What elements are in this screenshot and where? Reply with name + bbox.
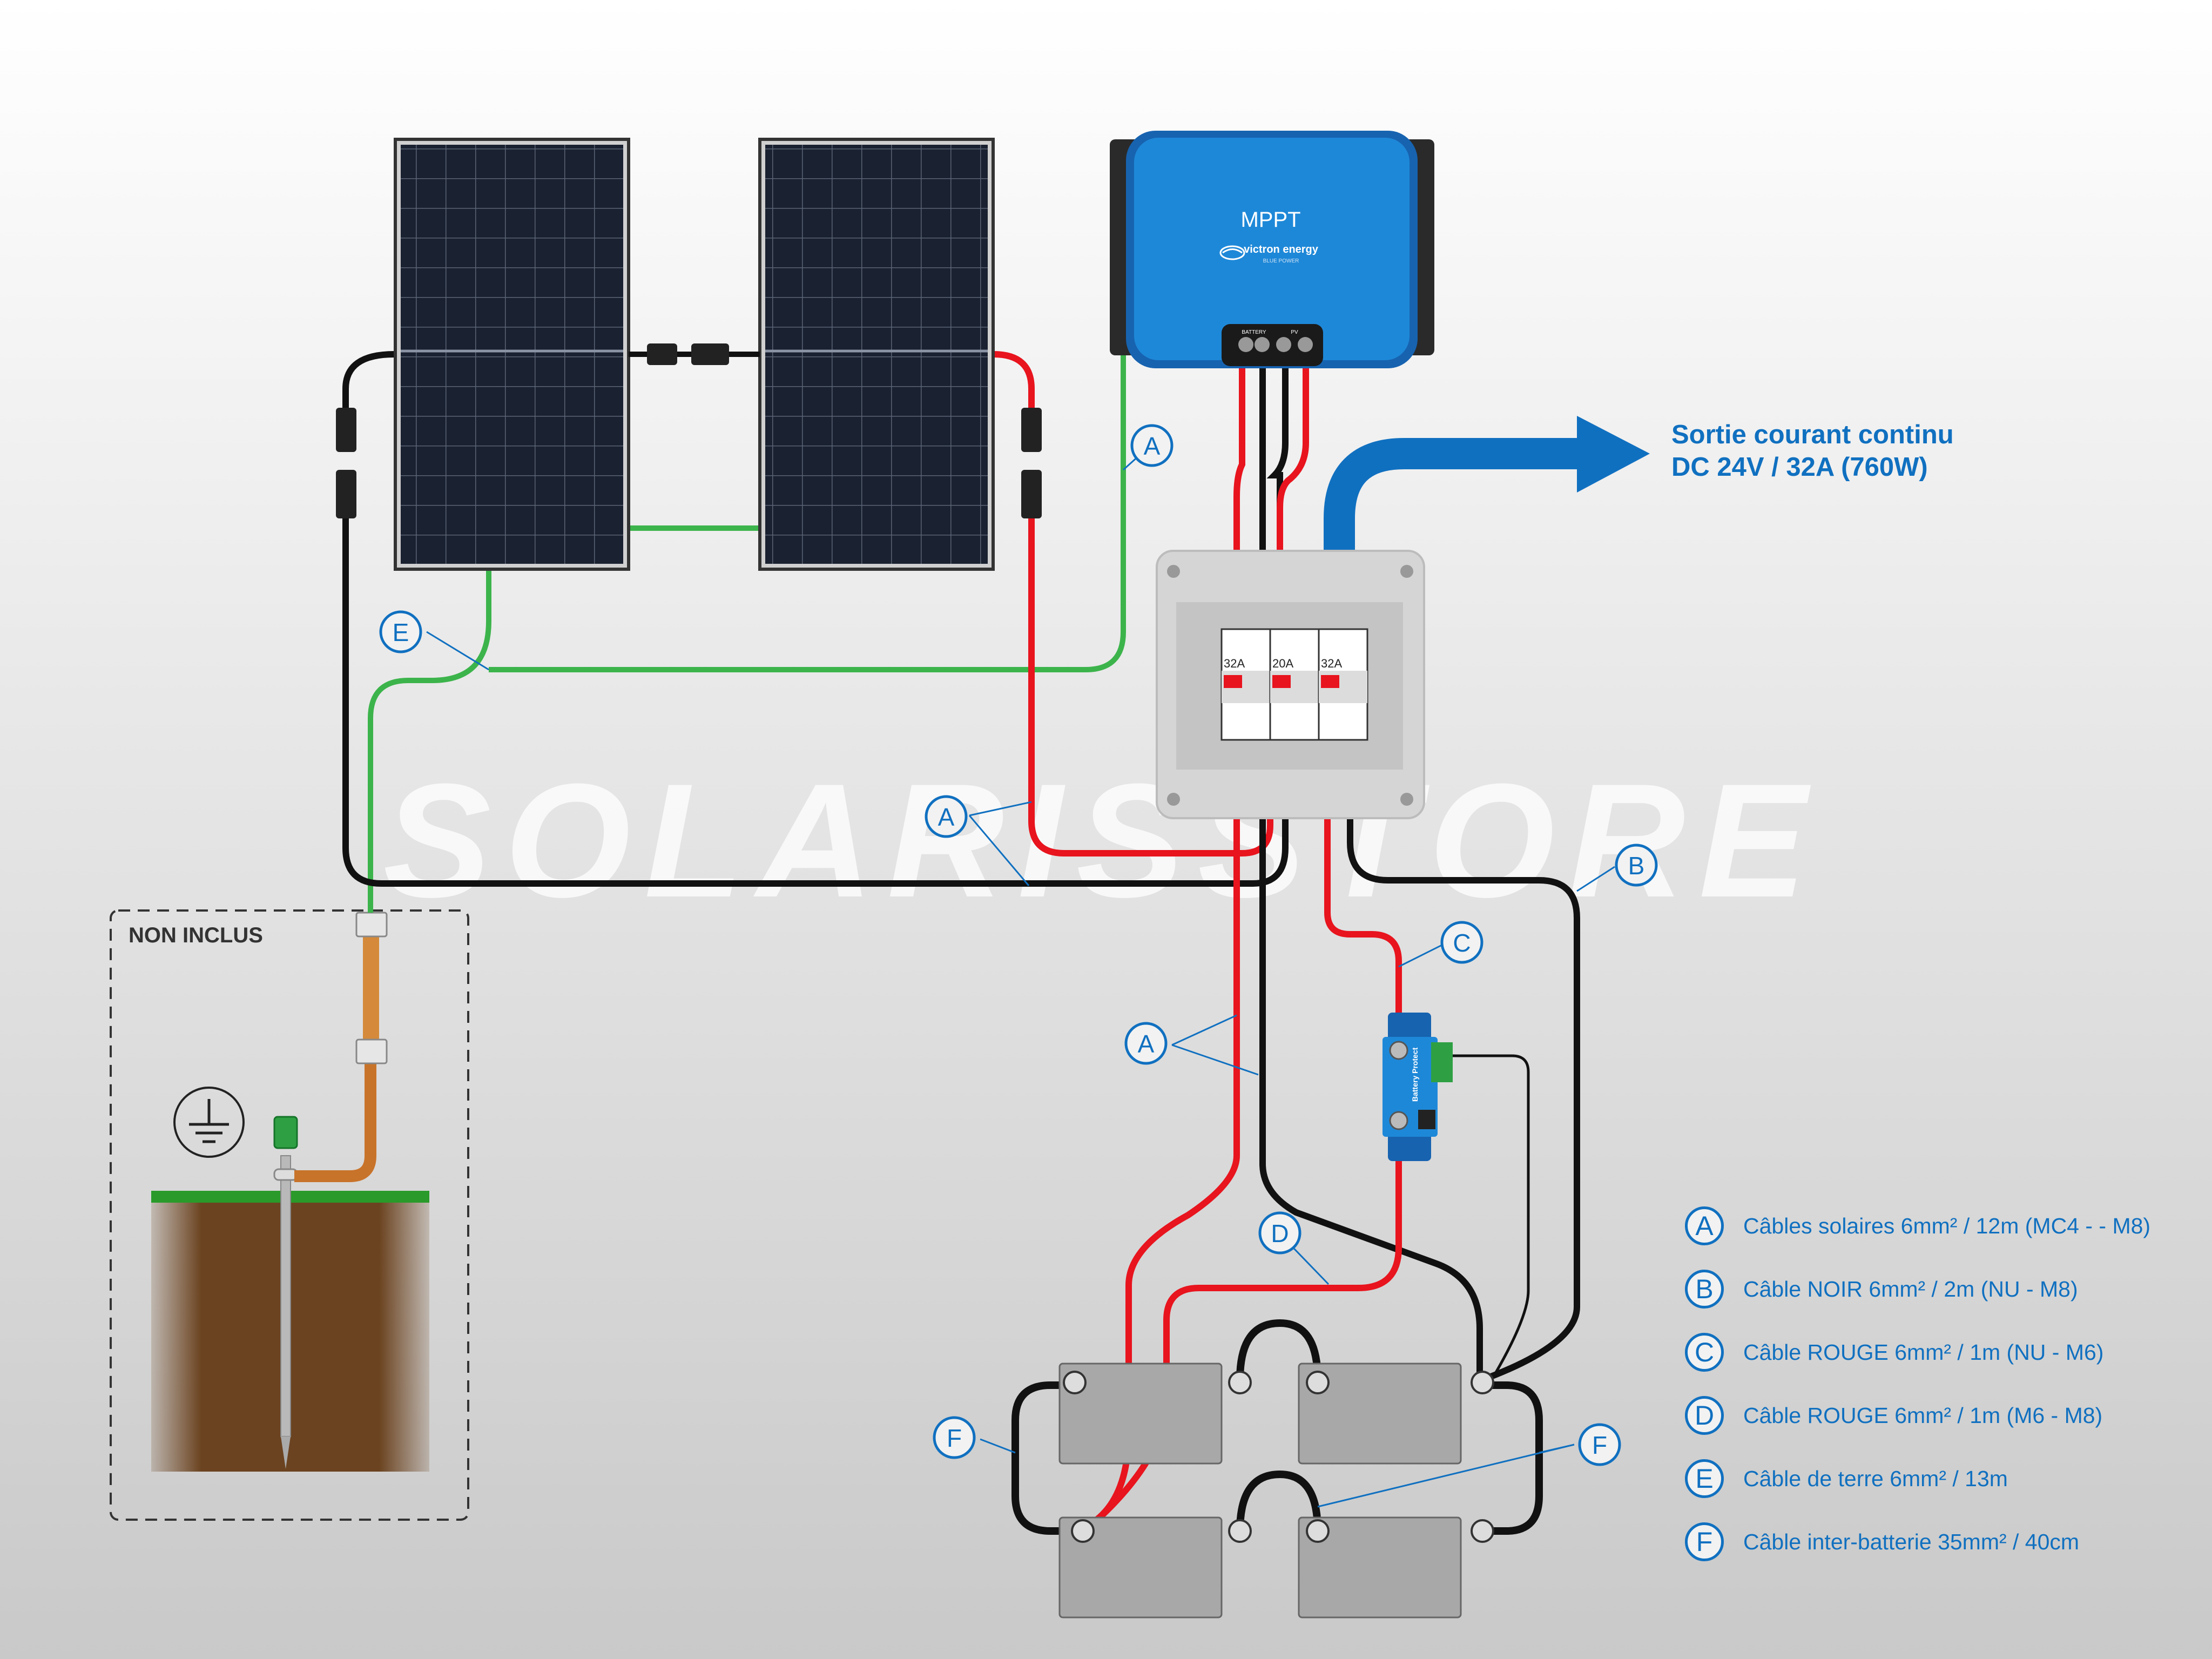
breaker-3-rating: 32A xyxy=(1321,657,1342,670)
legend-text-c: Câble ROUGE 6mm² / 1m (NU - M6) xyxy=(1743,1339,2104,1365)
cable-d xyxy=(1089,1134,1402,1528)
solar-negative-cable xyxy=(342,351,1289,887)
battery-protect xyxy=(1382,1013,1453,1161)
mc4-connector-right xyxy=(1021,408,1042,518)
legend-item-f: F Câble inter-batterie 35mm² / 40cm xyxy=(1685,1519,2079,1564)
cable-tag-a-3: A xyxy=(1124,1022,1168,1065)
cable-tag-f-1: F xyxy=(933,1416,976,1459)
legend-badge-e: E xyxy=(1685,1459,1724,1498)
breaker-1-rating: 32A xyxy=(1224,657,1245,670)
battery-protect-signal-wire xyxy=(1447,1054,1530,1381)
load-negative-cable xyxy=(1347,740,1580,1383)
earth-cables xyxy=(368,340,1126,913)
mc4-connector-series xyxy=(629,343,760,365)
not-included-box xyxy=(110,909,469,1521)
legend-badge-a: A xyxy=(1685,1206,1724,1245)
not-included-label: NON INCLUS xyxy=(129,923,263,947)
legend-text-a: Câbles solaires 6mm² / 12m (MC4 - - M8) xyxy=(1743,1213,2151,1238)
legend-item-b: B Câble NOIR 6mm² / 2m (NU - M8) xyxy=(1685,1266,2078,1312)
battery-negative-cable xyxy=(1259,740,1483,1382)
battery-1 xyxy=(1058,1363,1252,1465)
solar-positive-cable xyxy=(993,351,1273,857)
breaker-1 xyxy=(1220,628,1271,741)
battery-protect-input-cable xyxy=(1324,740,1402,1042)
legend-badge-c: C xyxy=(1685,1333,1724,1372)
battery-2 xyxy=(1298,1363,1494,1465)
battery-protect-label: Battery Protect xyxy=(1411,1047,1419,1102)
mppt-terminal-battery: BATTERY xyxy=(1242,329,1266,335)
cable-tag-d: D xyxy=(1258,1211,1301,1255)
mppt-brand: victron energy xyxy=(1244,244,1319,255)
mppt-title: MPPT xyxy=(1240,208,1300,232)
legend-text-d: Câble ROUGE 6mm² / 1m (M6 - M8) xyxy=(1743,1402,2103,1428)
earth-copper-lead xyxy=(294,912,388,1182)
mppt-terminal-pv: PV xyxy=(1291,329,1298,335)
cable-tag-a-2: A xyxy=(925,795,968,838)
mppt-controller xyxy=(1110,131,1434,368)
cable-tag-b: B xyxy=(1615,844,1658,887)
cable-tag-c-letter: C xyxy=(1453,929,1471,957)
victron-logo-icon xyxy=(1219,245,1245,260)
cable-tag-e: E xyxy=(379,610,422,653)
mppt-pv-cables xyxy=(1266,361,1309,629)
breaker-2-rating: 20A xyxy=(1272,657,1293,670)
cable-tag-d-letter: D xyxy=(1271,1219,1289,1247)
battery-4 xyxy=(1298,1516,1494,1618)
dc-output-label-line1: Sortie courant continu xyxy=(1671,420,1954,449)
legend-badge-b: B xyxy=(1685,1270,1724,1309)
dc-output-label: Sortie courant continu DC 24V / 32A (760… xyxy=(1671,419,1954,483)
battery-positive-cable xyxy=(1081,740,1240,1532)
cable-tag-f-2: F xyxy=(1578,1423,1621,1466)
watermark: SOLARISSTORE xyxy=(383,750,1820,931)
solar-panel-right xyxy=(758,138,995,571)
dc-output-label-line2: DC 24V / 32A (760W) xyxy=(1671,453,1928,482)
cable-tag-c: C xyxy=(1440,921,1483,964)
legend-text-f: Câble inter-batterie 35mm² / 40cm xyxy=(1743,1529,2080,1554)
dc-output-arrow xyxy=(1324,438,1599,616)
cable-tag-a-1: A xyxy=(1130,424,1174,467)
legend-item-c: C Câble ROUGE 6mm² / 1m (NU - M6) xyxy=(1685,1330,2103,1375)
legend-item-a: A Câbles solaires 6mm² / 12m (MC4 - - M8… xyxy=(1685,1203,2150,1249)
solar-panel-left xyxy=(394,138,630,571)
legend-badge-f: F xyxy=(1685,1522,1724,1561)
mppt-brand-tagline: BLUE POWER xyxy=(1263,258,1299,264)
cable-tag-f-2-letter: F xyxy=(1592,1431,1607,1459)
mc4-connector-left xyxy=(336,408,356,518)
cable-tag-a-2-letter: A xyxy=(938,803,955,831)
ground-rod xyxy=(273,1116,298,1469)
legend-badge-d: D xyxy=(1685,1396,1724,1435)
cable-tag-f-1-letter: F xyxy=(947,1424,962,1452)
cable-tag-a-3-letter: A xyxy=(1138,1030,1155,1058)
legend-text-e: Câble de terre 6mm² / 13m xyxy=(1743,1466,2008,1491)
battery-3 xyxy=(1058,1516,1252,1618)
breaker-2 xyxy=(1269,628,1320,741)
legend-item-d: D Câble ROUGE 6mm² / 1m (M6 - M8) xyxy=(1685,1393,2102,1438)
legend-item-e: E Câble de terre 6mm² / 13m xyxy=(1685,1456,2008,1501)
inter-battery-jumpers xyxy=(1011,1319,1543,1535)
dc-output-arrowhead xyxy=(1577,416,1650,493)
legend-text-b: Câble NOIR 6mm² / 2m (NU - M8) xyxy=(1743,1276,2078,1301)
cable-tag-e-letter: E xyxy=(393,618,409,646)
breaker-3 xyxy=(1318,628,1368,741)
earth-ground-icon xyxy=(173,1087,245,1158)
cable-tag-b-letter: B xyxy=(1628,852,1645,880)
cable-tag-a-1-letter: A xyxy=(1144,432,1161,460)
